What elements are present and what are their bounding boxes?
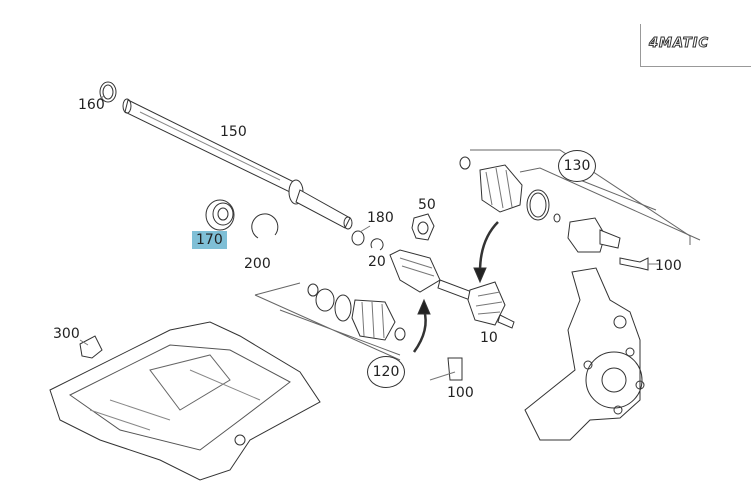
callout-50[interactable]: 50 [418, 197, 436, 213]
callout-10[interactable]: 10 [480, 330, 498, 346]
bolt-100-right [619, 257, 649, 271]
callout-130[interactable]: 130 [558, 150, 596, 182]
callout-300[interactable]: 300 [53, 326, 80, 342]
callout-170-highlighted[interactable]: 170 [192, 231, 227, 249]
arrow-up [412, 309, 427, 353]
callout-200[interactable]: 200 [244, 256, 271, 272]
arrow-down [478, 221, 499, 273]
steering-knuckle [524, 267, 645, 441]
4matic-logo: 4MATIC [640, 24, 751, 67]
drive-shaft-150 [122, 98, 353, 230]
callout-120[interactable]: 120 [367, 356, 405, 388]
callout-100-bottom[interactable]: 100 [447, 385, 474, 401]
axle-shaft-10 [389, 249, 515, 329]
boot-kit-120 [254, 282, 406, 361]
seal-ring-160 [99, 81, 117, 103]
plug-300 [79, 335, 103, 359]
oil-pan [49, 321, 321, 481]
callout-180[interactable]: 180 [367, 210, 394, 226]
circlip-200 [251, 213, 279, 239]
boot-kit-130 [459, 149, 701, 253]
callout-100-right[interactable]: 100 [655, 258, 682, 274]
ring-180 [351, 230, 365, 246]
callout-160[interactable]: 160 [78, 97, 105, 113]
callout-20[interactable]: 20 [368, 254, 386, 270]
clip-20 [370, 238, 384, 251]
bolt-100-bottom [447, 357, 463, 381]
nut-50 [411, 213, 435, 241]
bearing-170 [205, 199, 235, 231]
callout-150[interactable]: 150 [220, 124, 247, 140]
